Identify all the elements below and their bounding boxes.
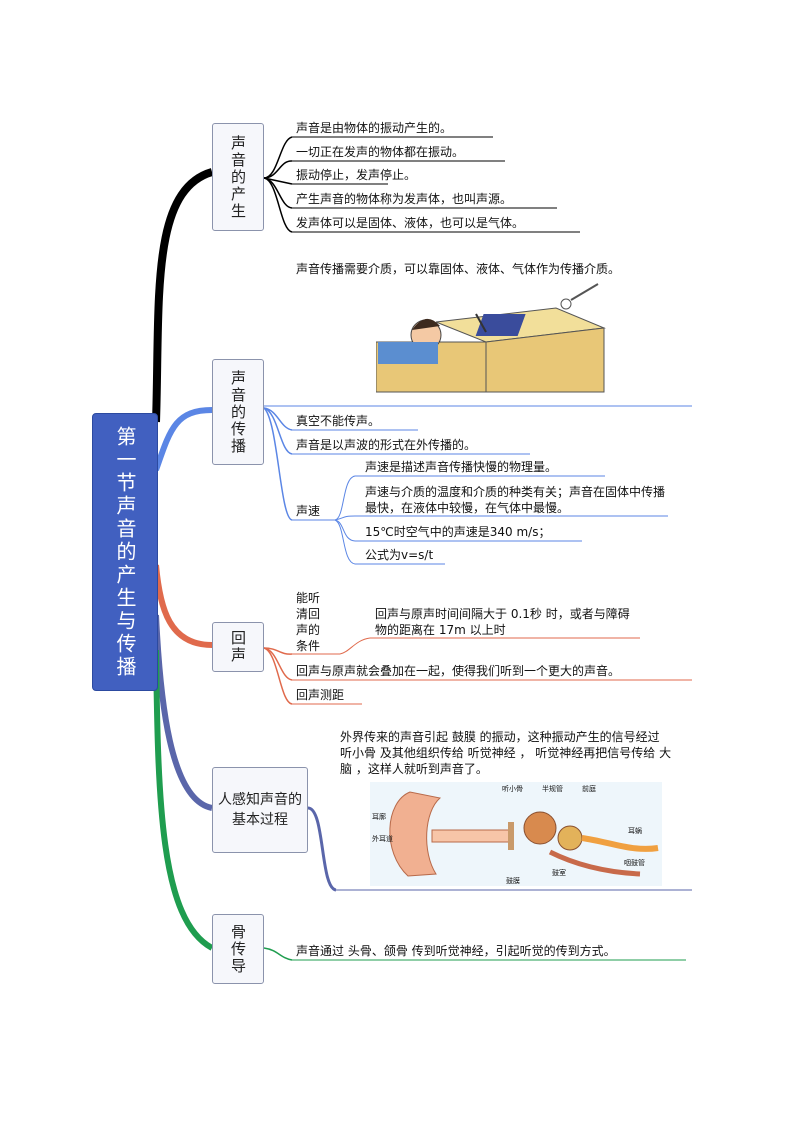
branch-propagation: 声音的传播 xyxy=(212,359,264,465)
root-topic: 第一节声音的产生与传播 xyxy=(92,413,158,691)
ear-anatomy-illustration: 听小骨 半规管 前庭 耳廓 外耳道 耳蜗 咽鼓管 鼓膜 鼓室 xyxy=(370,782,662,886)
ear-label-canal: 半规管 xyxy=(542,785,563,793)
ear-label-cochlea: 前庭 xyxy=(582,785,596,793)
branch-echo: 回声 xyxy=(212,622,264,672)
production-item-5: 发声体可以是固体、液体，也可以是气体。 xyxy=(296,216,525,230)
echo-condition-text: 回声与原声时间间隔大于 0.1秒 时，或者与障碍物的距离在 17m 以上时 xyxy=(375,607,630,637)
production-item-3: 振动停止，发声停止。 xyxy=(296,168,417,182)
ear-label-ossicles: 听小骨 xyxy=(502,785,523,793)
production-item-1: 声音是由物体的振动产生的。 xyxy=(296,121,453,135)
speed-item-1: 声速是描述声音传播快慢的物理量。 xyxy=(365,460,558,474)
hearing-process-text: 外界传来的声音引起 鼓膜 的振动，这种振动产生的信号经过 听小骨 及其他组织传给… xyxy=(340,730,672,776)
production-item-4: 产生声音的物体称为发声体，也叫声源。 xyxy=(296,192,513,206)
ear-label-eardrum: 鼓膜 xyxy=(506,877,520,885)
echo-item-overlap: 回声与原声就会叠加在一起，使得我们听到一个更大的声音。 xyxy=(296,664,621,678)
speed-label: 声速 xyxy=(296,504,321,518)
branch-production: 声音的产生 xyxy=(212,123,264,231)
propagation-item-vacuum: 真空不能传声。 xyxy=(296,414,381,428)
echo-item-ranging: 回声测距 xyxy=(296,688,345,702)
speed-item-3: 15℃时空气中的声速是340 m/s； xyxy=(365,525,551,539)
echo-condition-label: 能听清回声的条件 xyxy=(296,591,321,653)
ear-label-eustachian: 咽鼓管 xyxy=(624,859,645,867)
ear-label-auricle: 耳廓 xyxy=(372,813,386,821)
production-item-2: 一切正在发声的物体都在振动。 xyxy=(296,145,465,159)
propagation-item-wave: 声音是以声波的形式在外传播的。 xyxy=(296,438,477,452)
speed-item-2: 声速与介质的温度和介质的种类有关；声音在固体中传播最快，在液体中较慢，在气体中最… xyxy=(365,485,666,515)
ear-label-nerve: 耳蜗 xyxy=(628,827,642,835)
propagation-medium-note: 声音传播需要介质，可以靠固体、液体、气体作为传播介质。 xyxy=(296,262,621,276)
table-knock-illustration xyxy=(376,280,606,395)
branch-bone-conduction: 骨传导 xyxy=(212,914,264,984)
ear-label-tympanic: 鼓室 xyxy=(552,869,566,877)
bone-item-1: 声音通过 头骨、颌骨 传到听觉神经，引起听觉的传到方式。 xyxy=(296,944,616,958)
branch-hearing: 人感知声音的基本过程 xyxy=(212,767,308,853)
ear-label-ext-canal: 外耳道 xyxy=(372,835,393,843)
speed-item-4: 公式为v=s/t xyxy=(365,548,434,562)
